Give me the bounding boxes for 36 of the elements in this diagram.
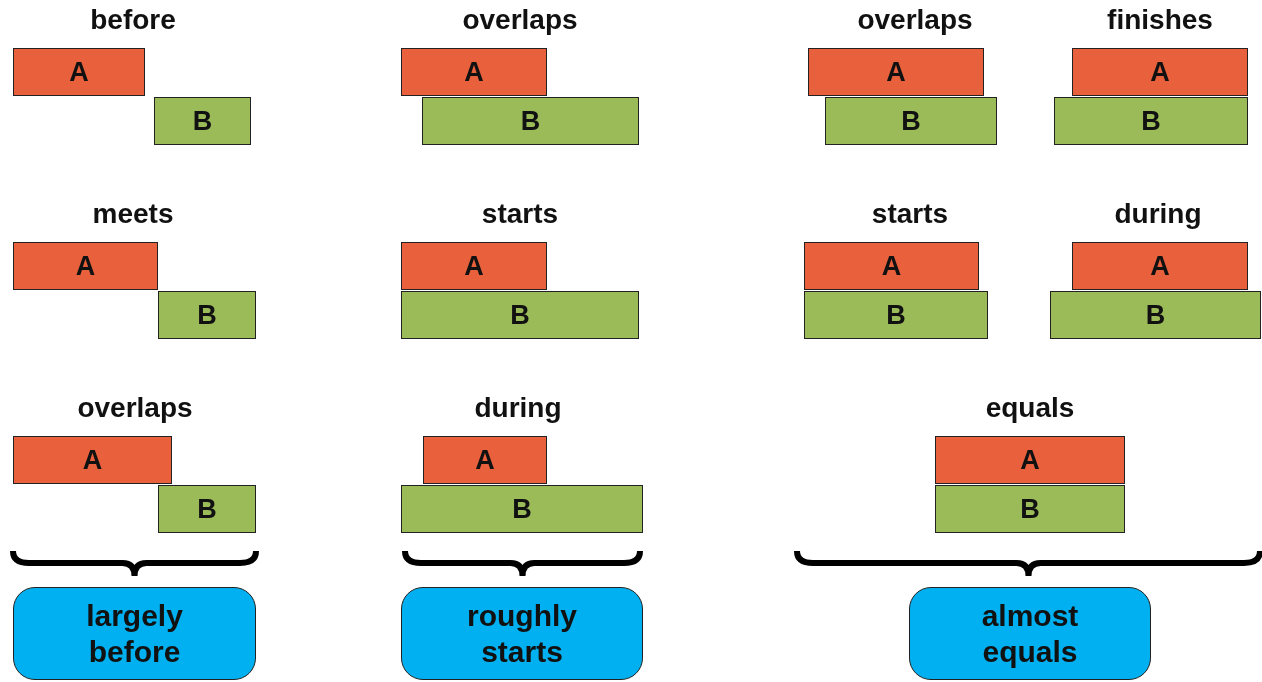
interval-bar: B [158, 291, 256, 339]
interval-bar: A [423, 436, 547, 484]
interval-bar: A [13, 436, 172, 484]
relation-label: overlaps [77, 392, 193, 424]
relation-label: overlaps [462, 4, 578, 36]
interval-bar: A [401, 48, 547, 96]
interval-bar: B [401, 291, 639, 339]
interval-bar: A [401, 242, 547, 290]
interval-bar: A [1072, 48, 1248, 96]
interval-bar: A [935, 436, 1125, 484]
relation-label: equals [985, 392, 1075, 424]
interval-bar: B [154, 97, 251, 145]
interval-bar: A [808, 48, 984, 96]
interval-bar: B [935, 485, 1125, 533]
interval-bar: B [804, 291, 988, 339]
relation-label: overlaps [857, 4, 973, 36]
interval-bar: B [158, 485, 256, 533]
summary-box: almost equals [909, 587, 1151, 680]
relation-label: finishes [1107, 4, 1213, 36]
interval-bar: A [13, 48, 145, 96]
interval-bar: B [825, 97, 997, 145]
interval-bar: A [13, 242, 158, 290]
relation-label: starts [481, 198, 559, 230]
interval-bar: B [1054, 97, 1248, 145]
interval-bar: A [1072, 242, 1248, 290]
relation-label: before [90, 4, 176, 36]
interval-bar: B [401, 485, 643, 533]
relation-label: starts [871, 198, 949, 230]
interval-bar: B [1050, 291, 1261, 339]
interval-bar: A [804, 242, 979, 290]
relation-label: during [474, 392, 562, 424]
summary-box: largely before [13, 587, 256, 680]
interval-bar: B [422, 97, 639, 145]
relation-label: meets [92, 198, 174, 230]
summary-box: roughly starts [401, 587, 643, 680]
relation-label: during [1114, 198, 1202, 230]
